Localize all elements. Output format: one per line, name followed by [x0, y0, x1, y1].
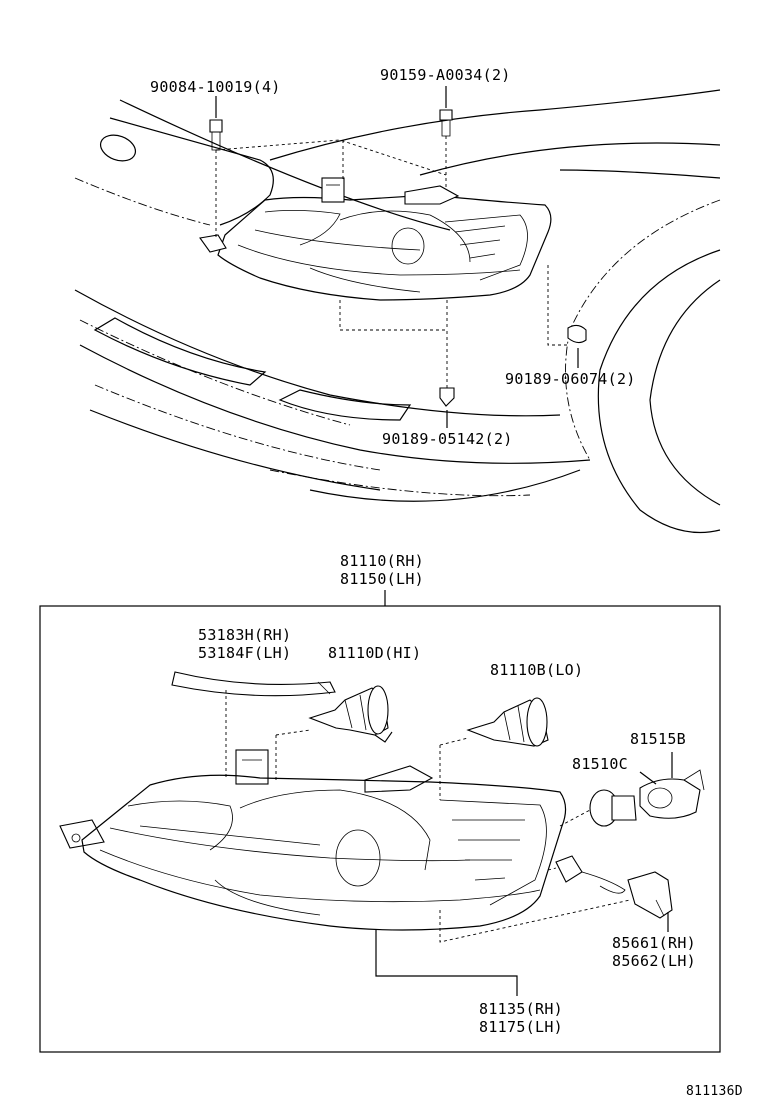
callout-53184f-lh: 53184F(LH) [198, 644, 291, 662]
callout-81515b: 81515B [630, 730, 686, 748]
callout-90189-06074: 90189-06074(2) [505, 370, 636, 388]
callout-81110b-lo: 81110B(LO) [490, 661, 583, 679]
callout-81110-rh: 81110(RH) [340, 552, 424, 570]
callout-81135-rh: 81135(RH) [479, 1000, 563, 1018]
headlamp-exploded-view [59, 671, 705, 996]
callout-81150-lh: 81150(LH) [340, 570, 424, 588]
callout-81175-lh: 81175(LH) [479, 1018, 563, 1036]
callout-90159-a0034: 90159-A0034(2) [380, 66, 511, 84]
callout-85662-lh: 85662(LH) [612, 952, 696, 970]
diagram-id: 811136D [686, 1084, 743, 1099]
callout-53183h-rh: 53183H(RH) [198, 626, 291, 644]
callout-81110d-hi: 81110D(HI) [328, 644, 421, 662]
callout-85661-rh: 85661(RH) [612, 934, 696, 952]
assembly-frame [39, 605, 721, 1053]
callout-90189-05142: 90189-05142(2) [382, 430, 513, 448]
callout-90084-10019: 90084-10019(4) [150, 78, 281, 96]
callout-81510c: 81510C [572, 755, 628, 773]
vehicle-front-view [74, 86, 721, 534]
